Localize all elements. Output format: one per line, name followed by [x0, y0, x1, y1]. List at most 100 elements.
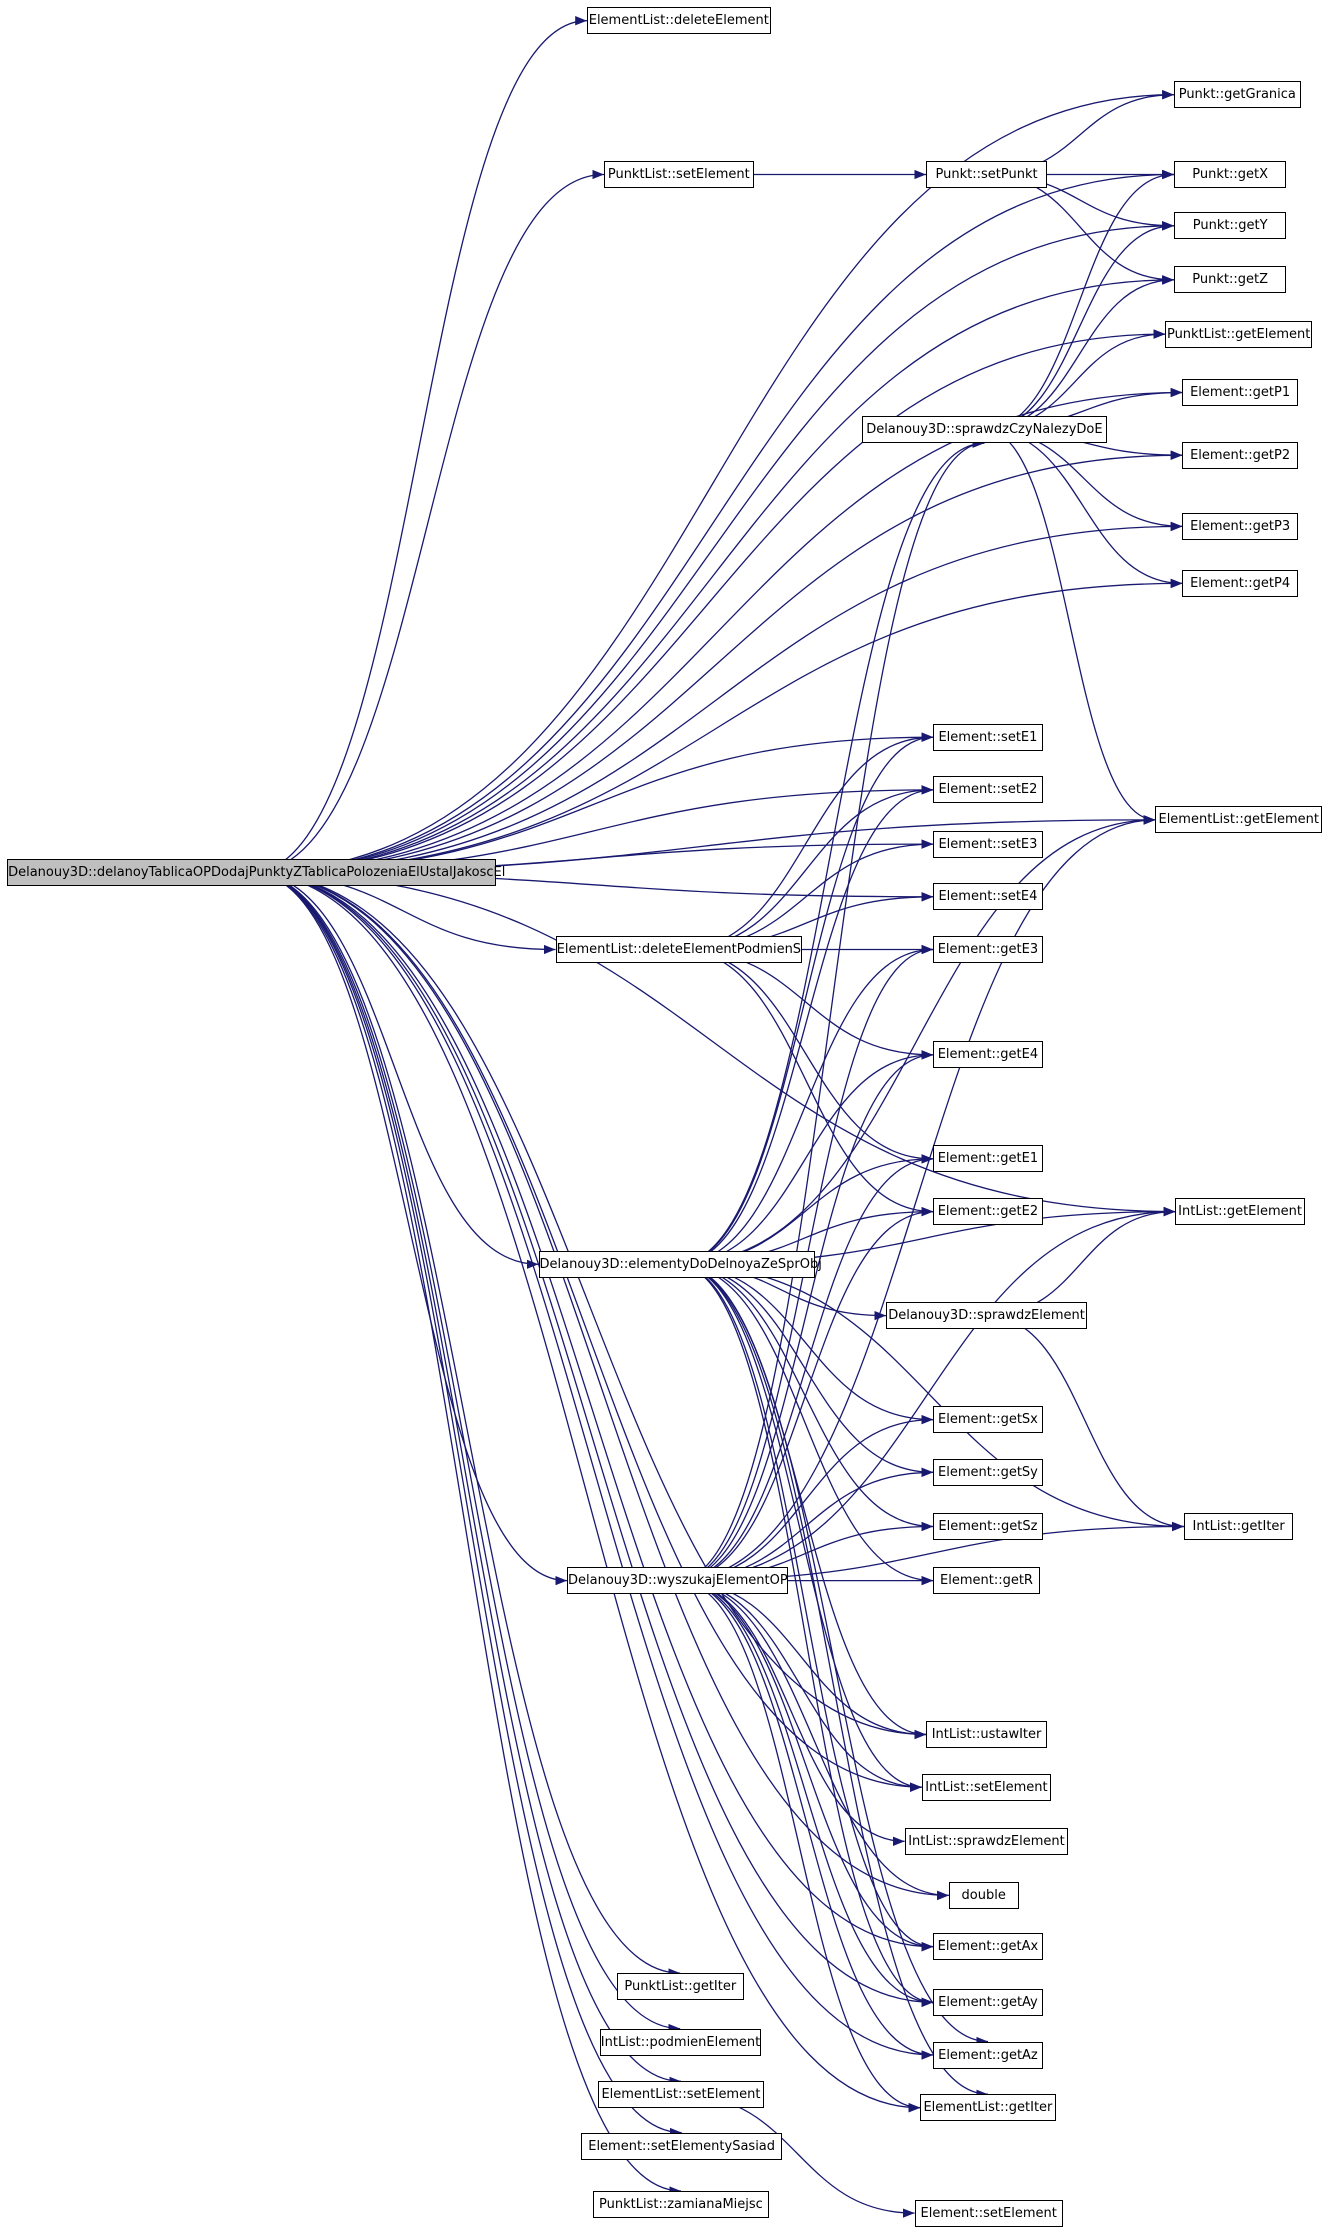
edge-root-to-n_gp2: [251, 450, 1183, 874]
edge-n_scz-to-n_gp4: [984, 428, 1183, 589]
edge-n_dps-to-n_ge2: [678, 948, 934, 1217]
node-punkt-getgranica[interactable]: Punkt::getGranica: [1173, 81, 1301, 109]
node-intlist-podmienelement[interactable]: IntList::podmienElement: [599, 2028, 761, 2056]
node-intlist-getiter[interactable]: IntList::getIter: [1183, 1512, 1294, 1540]
edge-n_dps-to-n_se2: [678, 785, 934, 951]
node-double[interactable]: double: [948, 1881, 1019, 1909]
edge-n_wyo-to-n_gax: [677, 1579, 934, 1952]
node-element-getax[interactable]: Element::getAx: [933, 1933, 1043, 1961]
edge-root-to-n_gax: [251, 871, 934, 1952]
node-delanouy3d-elementydodelnoyazesprobj[interactable]: Delanouy3D::elementyDoDelnoyaZeSprObj: [538, 1250, 822, 1278]
edge-n_spe-to-n_ilge: [986, 1206, 1176, 1317]
edge-root-to-n_py: [251, 221, 1174, 874]
node-element-getp3[interactable]: Element::getP3: [1182, 512, 1298, 540]
node-element-getsx[interactable]: Element::getSx: [933, 1406, 1043, 1434]
edge-n_edd-to-n_scz: [676, 438, 985, 1265]
node-intlist-sprawdzelement[interactable]: IntList::sprawdzElement: [904, 1827, 1069, 1855]
node-element-gete2[interactable]: Element::getE2: [933, 1198, 1043, 1226]
edge-n_edd-to-n_elge: [676, 815, 1156, 1265]
node-element-getsy[interactable]: Element::getSy: [933, 1458, 1043, 1486]
node-punkt-gety[interactable]: Punkt::getY: [1173, 212, 1287, 240]
node-delanouy3d-delanoytablicaopdodajpunktyztablicapolozeniaelustaljakoscel[interactable]: Delanouy3D::delanoyTablicaOPDodajPunktyZ…: [7, 859, 505, 887]
node-element-gete1[interactable]: Element::getE1: [933, 1145, 1043, 1173]
edge-n_wyo-to-n_gay: [677, 1579, 934, 2007]
edge-n_wyo-to-n_gsy: [677, 1467, 934, 1582]
node-element-getp2[interactable]: Element::getP2: [1182, 441, 1298, 469]
node-elementlist-getiter[interactable]: ElementList::getIter: [920, 2094, 1056, 2122]
node-delanouy3d-sprawdzelement[interactable]: Delanouy3D::sprawdzElement: [886, 1302, 1087, 1330]
edge-n_edd-to-n_ilse: [676, 1263, 922, 1792]
edge-n_edd-to-n_se2: [676, 785, 934, 1265]
edge-root-to-n_ilse: [251, 871, 922, 1792]
node-element-getaz[interactable]: Element::getAz: [933, 2041, 1043, 2069]
edge-root-to-n_ilui: [251, 871, 927, 1740]
node-element-getp1[interactable]: Element::getP1: [1182, 378, 1298, 406]
edge-root-to-n_ilpe: [251, 871, 681, 2034]
node-element-getay[interactable]: Element::getAy: [933, 1988, 1043, 2016]
edge-root-to-n_px: [251, 169, 1174, 874]
node-intlist-getelement[interactable]: IntList::getElement: [1175, 1198, 1305, 1226]
node-element-setelementysasiad[interactable]: Element::setElementySasiad: [581, 2132, 783, 2160]
edge-root-to-n_plzm: [251, 871, 682, 2196]
node-elementlist-deleteelementpodmiens[interactable]: ElementList::deleteElementPodmienS: [555, 936, 803, 964]
edge-root-to-n_gp4: [251, 578, 1183, 874]
node-element-getp4[interactable]: Element::getP4: [1182, 569, 1298, 597]
node-punkt-getz[interactable]: Punkt::getZ: [1173, 266, 1287, 294]
edge-root-to-n_pls: [251, 169, 605, 874]
edge-n_wyo-to-n_dbl: [677, 1579, 949, 1901]
edge-root-to-n_dd: [251, 16, 587, 874]
node-element-sete4[interactable]: Element::setE4: [933, 883, 1043, 911]
edge-root-to-n_gp3: [251, 521, 1183, 874]
node-delanouy3d-wyszukajelementop[interactable]: Delanouy3D::wyszukajElementOP: [567, 1567, 788, 1595]
edge-n_dps-to-n_ge4: [678, 948, 934, 1060]
edge-n_wyo-to-n_gaz: [677, 1579, 934, 2060]
node-intlist-ustawiter[interactable]: IntList::ustawIter: [926, 1720, 1048, 1748]
edge-n_edd-to-n_ilgi: [676, 1263, 1184, 1532]
edge-n_scz-to-n_gp3: [984, 428, 1183, 532]
node-element-setelement[interactable]: Element::setElement: [914, 2199, 1063, 2227]
edge-root-to-n_pz: [251, 275, 1174, 874]
node-element-sete3[interactable]: Element::setE3: [933, 830, 1043, 858]
edge-root-to-n_plgi: [251, 871, 681, 1978]
node-element-sete1[interactable]: Element::setE1: [933, 723, 1043, 751]
edge-root-to-n_gaz: [251, 871, 934, 2060]
edge-n_edd-to-n_ge4: [676, 1050, 934, 1265]
edge-root-to-n_edd: [251, 871, 539, 1269]
edge-n_scz-to-n_px: [984, 169, 1174, 431]
edge-root-to-n_ilge: [251, 871, 1176, 1217]
node-intlist-setelement[interactable]: IntList::setElement: [921, 1773, 1052, 1801]
edge-n_edd-to-n_gay: [676, 1263, 934, 2007]
node-punkt-getx[interactable]: Punkt::getX: [1173, 161, 1287, 189]
edge-n_wyo-to-n_gsx: [677, 1414, 934, 1582]
edge-n_wyo-to-n_elge: [677, 815, 1156, 1582]
edge-n_edd-to-n_elgi: [676, 1263, 989, 2099]
node-punktlist-setelement[interactable]: PunktList::setElement: [604, 161, 754, 189]
edge-n_wyo-to-n_ilspe: [677, 1579, 905, 1846]
edge-root-to-n_dbl: [251, 871, 949, 1901]
node-element-gete4[interactable]: Element::getE4: [933, 1041, 1043, 1069]
node-element-getsz[interactable]: Element::getSz: [933, 1512, 1043, 1540]
edge-root-to-n_pgr: [251, 90, 1174, 874]
node-elementlist-getelement[interactable]: ElementList::getElement: [1155, 806, 1323, 834]
node-elementlist-setelement[interactable]: ElementList::setElement: [598, 2081, 764, 2109]
edge-n_edd-to-n_gax: [676, 1263, 934, 1952]
edge-root-to-n_gay: [251, 871, 934, 2007]
node-punktlist-getelement[interactable]: PunktList::getElement: [1165, 320, 1312, 348]
edge-n_edd-to-n_ge1: [676, 1154, 934, 1265]
node-element-gete3[interactable]: Element::getE3: [933, 936, 1043, 964]
node-element-getr[interactable]: Element::getR: [933, 1567, 1040, 1595]
edge-root-to-n_elgi: [251, 871, 921, 2113]
node-element-sete2[interactable]: Element::setE2: [933, 776, 1043, 804]
node-punktlist-getiter[interactable]: PunktList::getIter: [616, 1973, 744, 2001]
edge-n_edd-to-n_gr: [676, 1263, 934, 1586]
edge-root-to-n_else: [251, 871, 682, 2086]
node-punktlist-zamianamiejsc[interactable]: PunktList::zamianaMiejsc: [592, 2191, 770, 2219]
node-punkt-setpunkt[interactable]: Punkt::setPunkt: [926, 161, 1048, 189]
edge-n_edd-to-n_ge3: [676, 944, 934, 1265]
edge-n_wyo-to-n_ge1: [677, 1154, 934, 1582]
edge-root-to-n_plge: [251, 329, 1166, 874]
node-delanouy3d-sprawdzczynalezydoe[interactable]: Delanouy3D::sprawdzCzyNalezyDoE: [861, 416, 1107, 444]
node-elementlist-deleteelement[interactable]: ElementList::deleteElement: [586, 7, 771, 35]
edge-root-to-n_wyo: [251, 871, 568, 1586]
